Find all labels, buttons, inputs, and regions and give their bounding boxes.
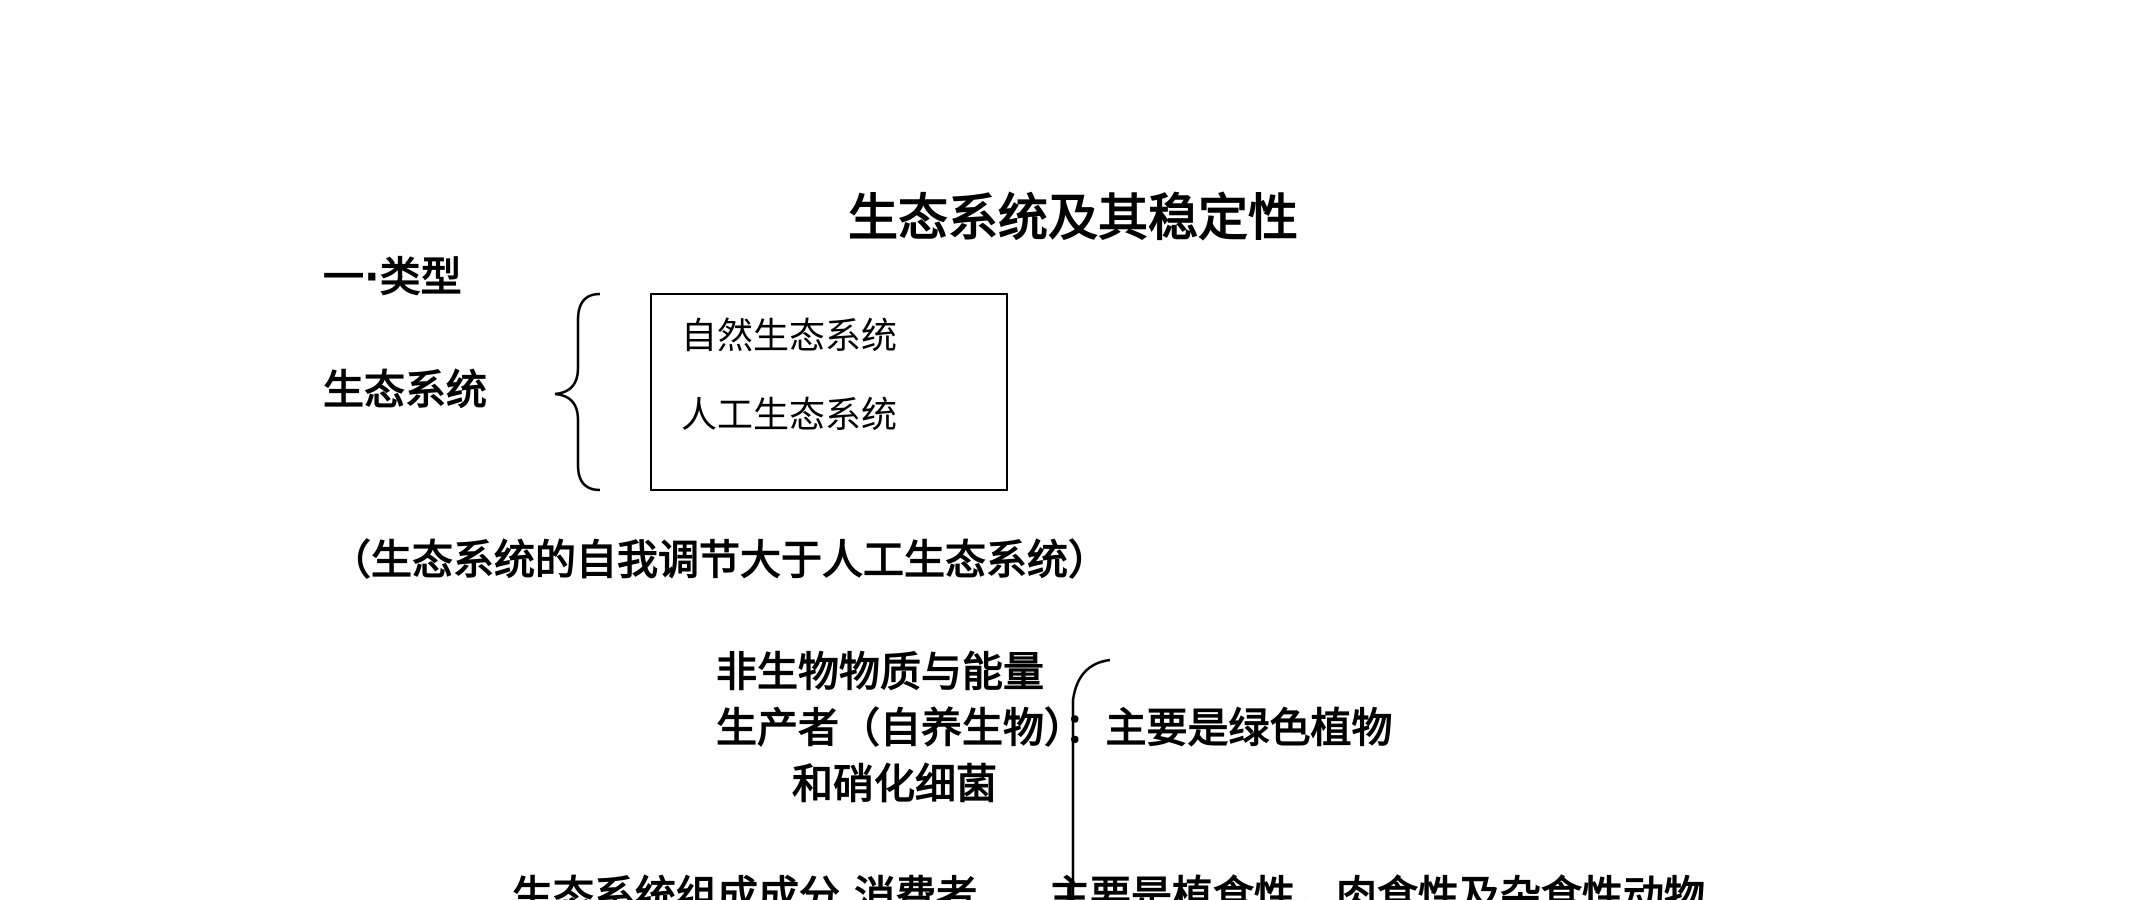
component-composition-consumer: 生态系统组成成分 消费者	[512, 862, 977, 900]
type-artificial-ecosystem: 人工生态系统	[681, 395, 898, 436]
type-natural-ecosystem: 自然生态系统	[681, 316, 898, 357]
section-heading-types: 一·类型	[323, 253, 462, 301]
consumer-description: 主要是植食性，肉食性及杂食性动物	[1049, 872, 1705, 900]
component-abiotic: 非生物物质与能量	[716, 648, 1044, 696]
ecosystem-label: 生态系统	[323, 366, 487, 414]
composition-label: 生态系统组成成分	[512, 872, 840, 900]
page-title: 生态系统及其稳定性	[848, 189, 1298, 247]
component-producer-cont: 和硝化细菌	[792, 760, 997, 808]
consumer-label: 消费者	[854, 872, 978, 900]
component-producer: 生产者（自养生物）：主要是绿色植物	[716, 704, 1393, 752]
regulation-note: （生态系统的自我调节大于人工生态系统）	[330, 536, 1109, 584]
component-bracket-icon	[1071, 658, 1111, 900]
ecosystem-types-box	[650, 293, 1008, 491]
curly-brace-icon	[554, 292, 601, 492]
